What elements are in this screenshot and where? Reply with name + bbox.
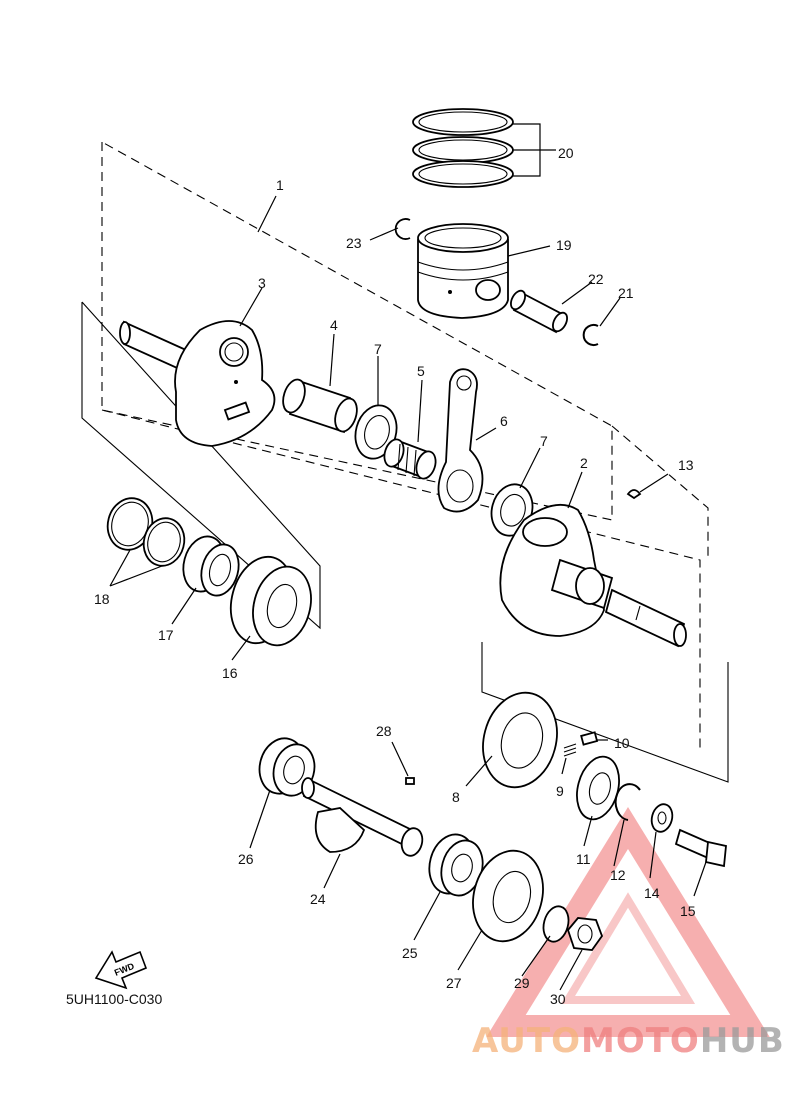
label-9: 9 xyxy=(556,783,564,799)
label-25: 25 xyxy=(402,945,418,961)
label-17: 17 xyxy=(158,627,174,643)
diagram-code: 5UH1100-C030 xyxy=(66,991,162,1007)
label-12: 12 xyxy=(610,867,626,883)
label-7-left: 7 xyxy=(374,341,382,357)
label-20: 20 xyxy=(558,145,574,161)
label-4: 4 xyxy=(330,317,338,333)
label-22: 22 xyxy=(588,271,604,287)
key-28 xyxy=(405,777,415,785)
label-24: 24 xyxy=(310,891,326,907)
label-27: 27 xyxy=(446,975,462,991)
o-rings xyxy=(106,497,186,567)
label-1: 1 xyxy=(276,177,284,193)
bolt xyxy=(674,828,727,868)
leader-lines xyxy=(109,123,707,991)
circlip xyxy=(614,783,641,821)
watermark-hub: HUB xyxy=(700,1021,785,1061)
crank-web-right xyxy=(499,503,687,648)
washer xyxy=(650,803,674,833)
label-11: 11 xyxy=(576,851,591,867)
label-18: 18 xyxy=(94,591,110,607)
crank-web-left xyxy=(119,320,276,447)
watermark-moto: MOTO xyxy=(581,1021,700,1061)
label-26: 26 xyxy=(238,851,254,867)
label-7-right: 7 xyxy=(540,433,548,449)
fwd-arrow: FWD xyxy=(94,950,148,990)
driven-gear xyxy=(472,849,544,943)
part-number-labels: 1 2 3 4 5 6 7 7 8 9 10 11 12 13 14 15 16… xyxy=(94,145,696,1007)
label-14: 14 xyxy=(644,885,660,901)
watermark-auto: AUTO xyxy=(472,1021,581,1061)
watermark-text: AUTOMOTOHUB xyxy=(472,1021,785,1061)
label-5: 5 xyxy=(417,363,425,379)
label-13: 13 xyxy=(678,457,694,473)
woodruff-key xyxy=(626,489,642,500)
pin xyxy=(580,731,599,746)
piston-pin-clip-left xyxy=(394,218,411,240)
piston-ring-set xyxy=(412,108,514,188)
oil-seal xyxy=(182,535,240,597)
label-28: 28 xyxy=(376,723,392,739)
piston-pin xyxy=(510,289,568,334)
label-29: 29 xyxy=(514,975,530,991)
balancer-shaft xyxy=(301,777,424,857)
piston xyxy=(417,223,509,319)
label-6: 6 xyxy=(500,413,508,429)
drive-gear xyxy=(482,691,558,789)
label-10: 10 xyxy=(614,735,630,751)
crank-pin xyxy=(282,378,358,434)
nut xyxy=(566,917,604,951)
bearing-25 xyxy=(428,833,484,897)
label-23: 23 xyxy=(346,235,362,251)
needle-bearing xyxy=(383,438,437,480)
spring xyxy=(563,743,577,757)
thrust-washer-left xyxy=(354,404,398,460)
crankshaft-assembly-dashed-outline xyxy=(101,141,709,752)
piston-pin-clip-right xyxy=(582,324,599,346)
connecting-rod xyxy=(437,368,484,513)
label-15: 15 xyxy=(680,903,696,919)
label-21: 21 xyxy=(618,285,634,301)
crankshaft-subassembly-outline xyxy=(81,301,729,783)
lock-washer xyxy=(542,905,570,943)
label-8: 8 xyxy=(452,789,460,805)
svg-text:AUTOMOTOHUB: AUTOMOTOHUB xyxy=(472,1021,785,1061)
label-30: 30 xyxy=(550,991,566,1007)
label-16: 16 xyxy=(222,665,238,681)
main-bearing xyxy=(229,555,312,647)
label-2: 2 xyxy=(580,455,588,471)
label-19: 19 xyxy=(556,237,572,253)
label-3: 3 xyxy=(258,275,266,291)
balancer-plate xyxy=(576,755,620,821)
